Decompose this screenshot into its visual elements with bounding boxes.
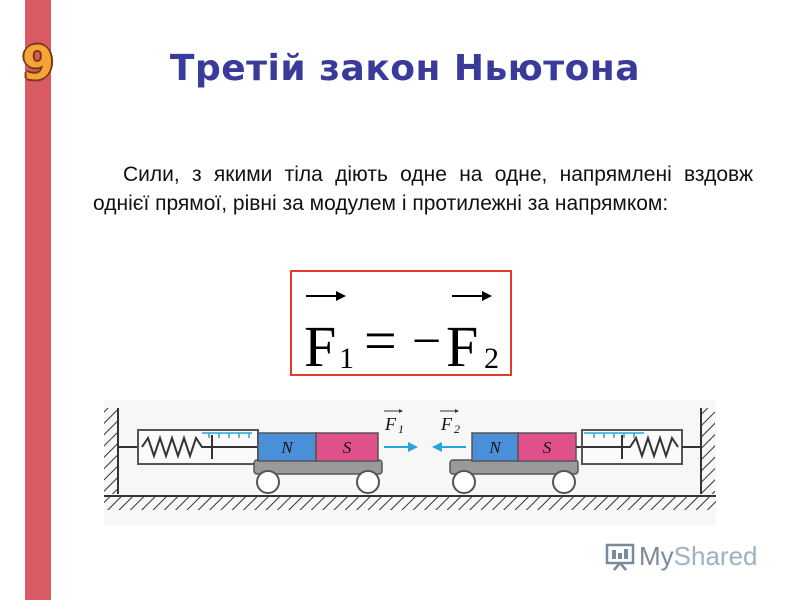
- slide-number: 9: [21, 36, 54, 90]
- magnets-on-carts-figure: N S F 1 F 2 N S: [104, 400, 716, 525]
- left-magnet-n-label: N: [280, 438, 294, 457]
- right-cart: [449, 459, 579, 494]
- formula-minus: −: [412, 313, 441, 370]
- force-f2-letter: F: [440, 414, 453, 434]
- force-arrow-f1: F 1: [384, 409, 418, 452]
- left-magnet-north-pole: [257, 432, 317, 462]
- floor: [104, 496, 716, 510]
- law-statement: Сили, з якими тіла діють одне на одне, н…: [93, 163, 753, 215]
- left-spring-scale: [118, 429, 259, 465]
- vector-arrow-f2: [452, 291, 492, 301]
- slide-title: Третій закон Ньютона: [169, 48, 641, 89]
- formula-equals: =: [364, 308, 397, 373]
- left-cart: [253, 459, 383, 494]
- right-magnet-north-pole: [471, 432, 519, 462]
- right-magnet-n-label: N: [488, 438, 502, 457]
- right-spring-scale: [576, 429, 701, 465]
- right-wall: [701, 408, 715, 494]
- left-magnet-south-pole: [315, 432, 379, 462]
- right-magnet: N S: [471, 432, 577, 462]
- formula-f1-subscript: 1: [339, 342, 354, 375]
- formula: F 1 = − F 2: [304, 291, 499, 378]
- left-magnet: N S: [257, 432, 379, 462]
- logo-shared: Shared: [673, 540, 758, 571]
- force-f2-subscript: 2: [454, 422, 460, 436]
- formula-box: F 1 = − F 2: [290, 270, 512, 378]
- vector-arrow-f1: [306, 291, 346, 301]
- formula-f2-letter: F: [446, 314, 478, 378]
- myshared-logo: MyShared: [605, 536, 758, 576]
- side-bar: [25, 0, 51, 600]
- force-f1-subscript: 1: [398, 422, 404, 436]
- force-arrow-f2: F 2: [432, 409, 466, 452]
- left-magnet-s-label: S: [343, 438, 352, 457]
- logo-my: My: [639, 540, 674, 571]
- left-wall: [104, 408, 118, 494]
- formula-f2-subscript: 2: [484, 342, 499, 375]
- force-f1-letter: F: [384, 414, 397, 434]
- presentation-board-icon: [605, 543, 635, 571]
- right-magnet-s-label: S: [543, 438, 552, 457]
- right-magnet-south-pole: [517, 432, 577, 462]
- formula-f1-letter: F: [304, 314, 336, 378]
